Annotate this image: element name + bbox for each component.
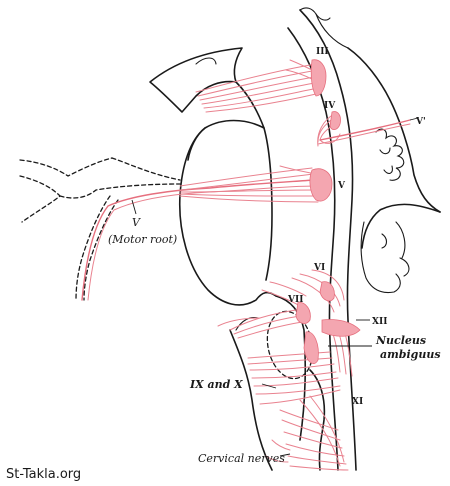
- label-n5-motor-root: (Motor root): [108, 233, 177, 246]
- trigeminal-ganglion-outline: [19, 157, 181, 301]
- hypoglossal-nucleus: [321, 319, 361, 337]
- facial-fibers: [217, 309, 303, 339]
- oculomotor-fibers: [195, 59, 321, 113]
- trochlear-nucleus: [329, 111, 341, 130]
- label-n5-motor-letter: V: [132, 216, 141, 229]
- nerve-fibers: [81, 59, 411, 471]
- trigeminal-fibers: [81, 165, 319, 301]
- ambiguus-nucleus: [303, 331, 319, 364]
- label-n4: IV: [324, 101, 336, 111]
- trigeminal-motor-nucleus: [309, 168, 333, 202]
- label-n6: VI: [313, 263, 325, 273]
- label-n9-10: IX and X: [189, 378, 243, 391]
- label-nucleus-ambiguus-2: ambiguus: [380, 348, 441, 361]
- label-n11: XI: [352, 397, 363, 407]
- label-nucleus-ambiguus-1: Nucleus: [375, 334, 426, 347]
- brainstem-outline: [149, 7, 441, 471]
- leader-lines: [131, 117, 419, 457]
- label-n3: III: [316, 47, 329, 57]
- label-n5-prime: V': [415, 117, 426, 127]
- accessory-cervical-fibers: [265, 395, 349, 471]
- labels: III IV V' V V (Motor root) VI VII XII Nu…: [108, 47, 441, 465]
- oculomotor-nucleus: [310, 59, 327, 97]
- abducens-nucleus: [319, 281, 335, 302]
- facial-nucleus: [295, 301, 311, 324]
- label-n5: V: [337, 181, 346, 191]
- glossopharyngeal-vagus-fibers: [247, 351, 341, 405]
- watermark: St-Takla.org: [6, 467, 81, 482]
- label-n12: XII: [372, 317, 387, 327]
- label-n7: VII: [287, 295, 303, 305]
- label-cervical: Cervical nerves: [198, 452, 285, 465]
